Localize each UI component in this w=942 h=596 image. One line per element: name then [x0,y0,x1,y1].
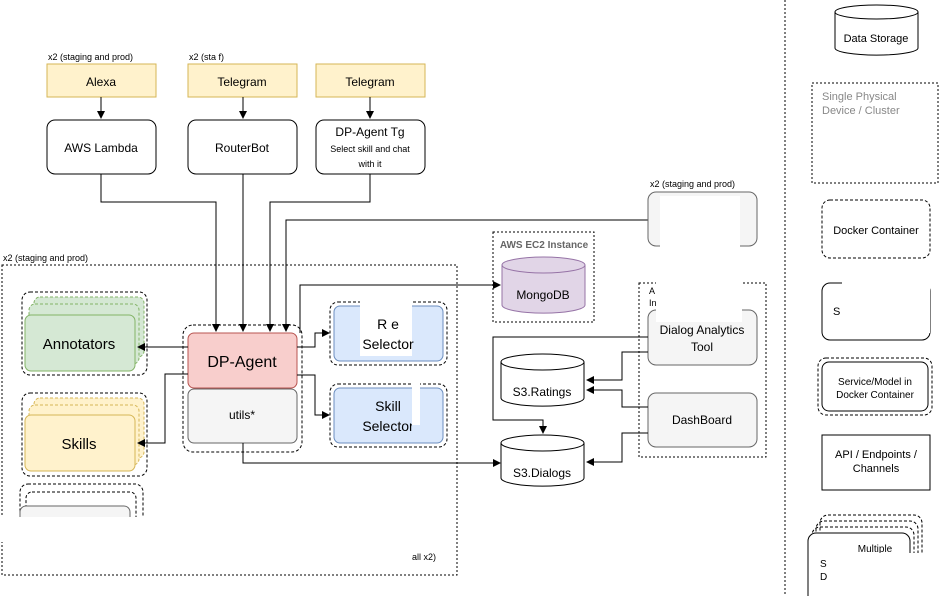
cluster-note: x2 (staging and prod) [3,253,88,263]
svg-text:Tool: Tool [691,340,713,354]
svg-text:Device / Cluster: Device / Cluster [822,105,900,117]
svg-text:with it: with it [357,159,382,169]
skill-selector: Skill Selector [329,380,448,448]
svg-text:Channels: Channels [853,463,900,475]
aws-lambda: AWS Lambda [46,119,157,175]
svg-text:S: S [820,559,827,570]
svg-text:Alexa: Alexa [86,75,116,89]
telegram-channel-1: Telegram [187,63,298,98]
ec2-label: AWS EC2 Instance [500,240,589,251]
svg-text:Docker Container: Docker Container [836,390,914,401]
svg-text:S3.Ratings: S3.Ratings [513,385,572,399]
svg-text:API / Endpoints /: API / Endpoints / [835,449,918,461]
legend-api-endpoints: API / Endpoints / Channels [821,434,931,491]
svg-text:Multiple: Multiple [858,544,893,555]
svg-text:Annotators: Annotators [43,336,116,353]
dp-agent: DP-Agent [187,332,298,389]
cluster-footer: all x2) [412,552,436,562]
svg-text:Skill: Skill [375,398,401,414]
analytics-note: x2 (staging and prod) [650,179,735,189]
svg-text:Select skill and chat: Select skill and chat [330,144,410,154]
svg-text:Service/Model in: Service/Model in [838,377,912,388]
svg-text:AWS Lambda: AWS Lambda [64,141,138,155]
utils: utils* [187,388,298,444]
svg-text:S3.Dialogs: S3.Dialogs [513,466,571,480]
routerbot: RouterBot [187,119,298,175]
s3-dialogs: S3.Dialogs [500,434,585,487]
svg-text:S: S [833,306,840,318]
svg-text:Selector: Selector [362,418,414,434]
svg-text:D: D [820,572,827,583]
dashboard: DashBoard [647,392,758,448]
s3-ratings: S3.Ratings [500,353,585,407]
skills-group: Skills [21,392,148,477]
services-group-partial [0,483,200,542]
legend-physical-device: Single Physical Device / Cluster [811,82,939,184]
aws-label-2: In [649,298,657,308]
svg-text:utils*: utils* [229,408,255,422]
svg-text:R e: R e [377,316,399,332]
telegram-channel-2: Telegram [315,63,426,98]
mongodb: MongoDB [501,256,586,314]
aws-label: A [649,286,655,296]
note-staging-prod: x2 (staging and prod) [48,52,133,62]
svg-text:Docker Container: Docker Container [833,225,919,237]
legend-service-in-docker: Service/Model in Docker Container [817,357,933,416]
ec2-instance [492,231,595,323]
svg-text:Data Storage: Data Storage [844,33,909,45]
svg-text:Skills: Skills [61,436,96,453]
svg-text:DashBoard: DashBoard [672,413,732,427]
svg-text:Single Physical: Single Physical [822,91,897,103]
svg-text:Telegram: Telegram [217,75,266,89]
svg-text:Telegram: Telegram [345,75,394,89]
svg-text:Dialog Analytics: Dialog Analytics [660,323,745,337]
svg-text:DP-Agent Tg: DP-Agent Tg [335,125,404,139]
legend-multiple-services: Multiple S D [807,514,930,596]
svg-text:Selector: Selector [362,336,414,352]
svg-text:RouterBot: RouterBot [215,141,270,155]
annotators-group: Annotators [21,291,148,376]
response-selector: R e Selector [329,296,448,366]
cluster-boundary [1,264,458,576]
alexa-channel: Alexa [46,63,157,98]
legend-docker-container: Docker Container [821,199,931,259]
aws-instance-analytics [638,282,767,458]
legend-service: S [821,278,931,341]
svg-text:DP-Agent: DP-Agent [207,354,277,371]
legend-data-storage: Data Storage [834,4,919,56]
note-staging-prod-2: x2 (sta f) [189,52,224,62]
dp-agent-tg: DP-Agent Tg Select skill and chat with it [315,119,426,175]
svg-text:MongoDB: MongoDB [516,288,569,302]
